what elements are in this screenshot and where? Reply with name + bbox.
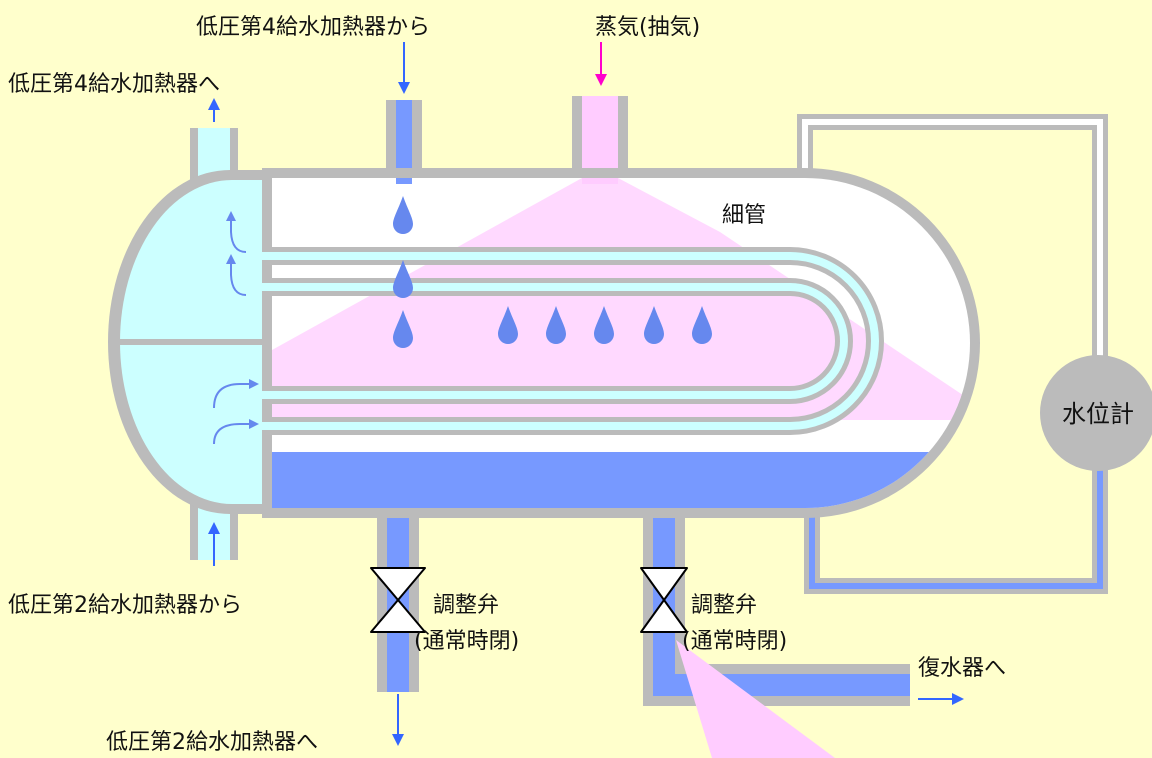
label-lp4-from: 低圧第4給水加熱器から [196,15,430,40]
channel-head [108,170,272,514]
label-condenser: 復水器へ [918,656,1006,681]
drop [594,306,614,344]
steam-spread [272,178,970,420]
drop [393,310,413,348]
level-gauge-piping [797,114,1108,594]
label-valve-left-name: 調整弁 [433,593,499,618]
condensate-drops [393,196,712,348]
channel-flow-arrows [213,211,259,445]
external-flow-arrows [208,42,964,746]
label-steam: 蒸気(抽気) [595,15,700,40]
condensate-level [272,452,970,508]
drop [393,260,413,298]
drop [546,306,566,344]
label-valve-right-state: (通常時閉) [682,629,787,654]
u-tubes [262,247,884,435]
shell [262,168,980,518]
label-lp2-from: 低圧第2給水加熱器から [8,593,242,618]
labels: 低圧第4給水加熱器から 蒸気(抽気) 低圧第4給水加熱器へ 細管 水位計 低圧第… [8,15,1134,755]
label-lp2-to: 低圧第2給水加熱器へ [106,730,318,755]
label-lp4-to: 低圧第4給水加熱器へ [8,72,220,97]
drop [692,306,712,344]
label-tubes: 細管 [722,203,766,228]
drain-valve-right [640,567,688,633]
level-gauge [1040,355,1152,471]
steam-to-condenser [676,640,835,758]
drop [498,306,518,344]
label-level-gauge: 水位計 [1062,400,1134,428]
label-valve-right-name: 調整弁 [691,593,757,618]
drop [644,306,664,344]
drop [393,196,413,234]
label-valve-left-state: (通常時閉) [414,629,519,654]
drain-valve-left [370,567,426,633]
